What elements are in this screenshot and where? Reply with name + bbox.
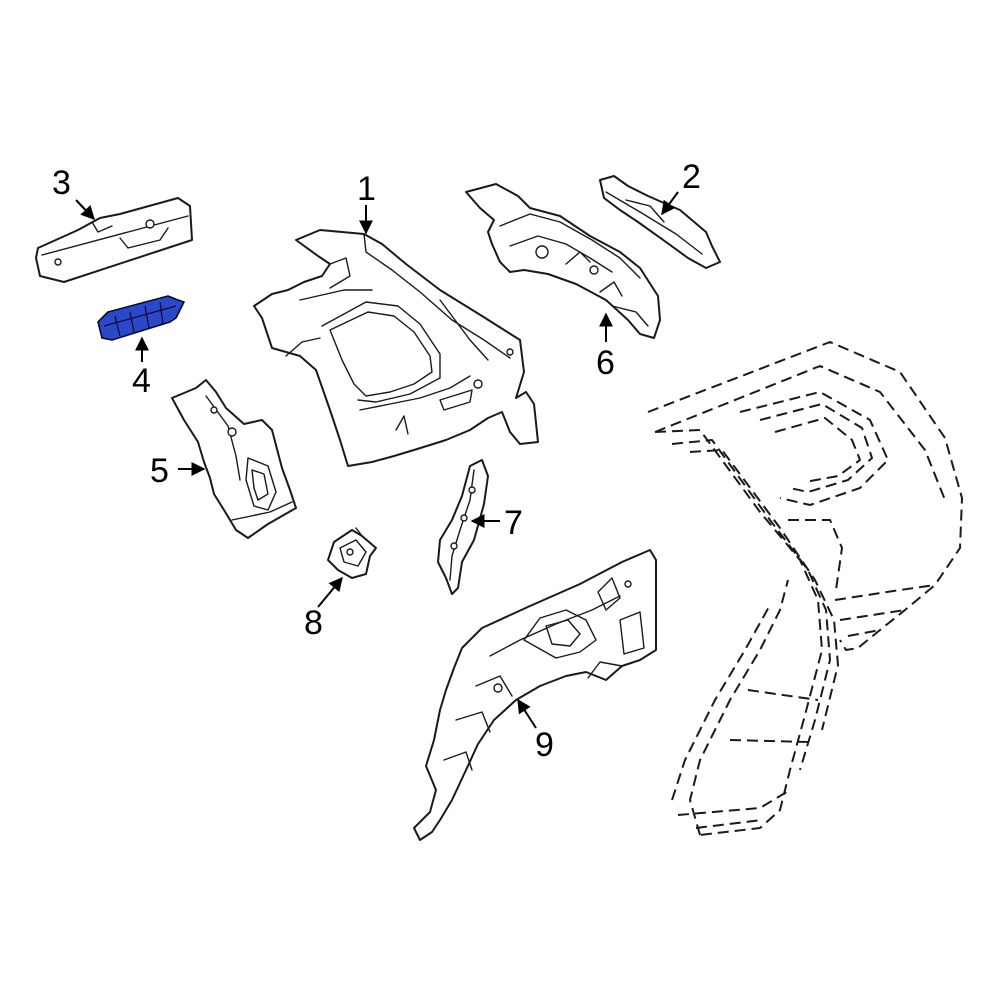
callout-8: 8 xyxy=(304,604,323,642)
leader-arrows xyxy=(75,191,679,729)
callout-3: 3 xyxy=(52,164,71,202)
part-4-reinforcement-highlighted xyxy=(97,295,185,341)
part-7-vertical-bracket xyxy=(437,459,489,595)
callout-5: 5 xyxy=(150,452,169,490)
leader-8 xyxy=(317,576,343,608)
part-5-pillar-panel xyxy=(171,379,297,539)
callout-7: 7 xyxy=(504,504,523,542)
callout-1: 1 xyxy=(357,170,376,208)
part-3-rail-bracket xyxy=(35,197,193,283)
part-1-inner-quarter-panel xyxy=(253,229,539,467)
callout-6: 6 xyxy=(596,344,615,382)
callout-4: 4 xyxy=(132,362,151,400)
leader-2 xyxy=(661,191,679,216)
leader-3 xyxy=(75,199,95,221)
part-2-rail xyxy=(599,175,721,269)
leader-9 xyxy=(517,698,537,729)
callout-labels: 1 2 3 4 5 6 7 8 9 xyxy=(52,158,701,764)
part-9-wheelhouse-outer xyxy=(413,549,657,841)
callout-9: 9 xyxy=(535,726,554,764)
quarter-panel-outline xyxy=(647,341,963,836)
part-6-wheelhouse-extension xyxy=(465,183,661,339)
part-8-small-bracket xyxy=(327,527,377,579)
callout-2: 2 xyxy=(682,158,701,196)
